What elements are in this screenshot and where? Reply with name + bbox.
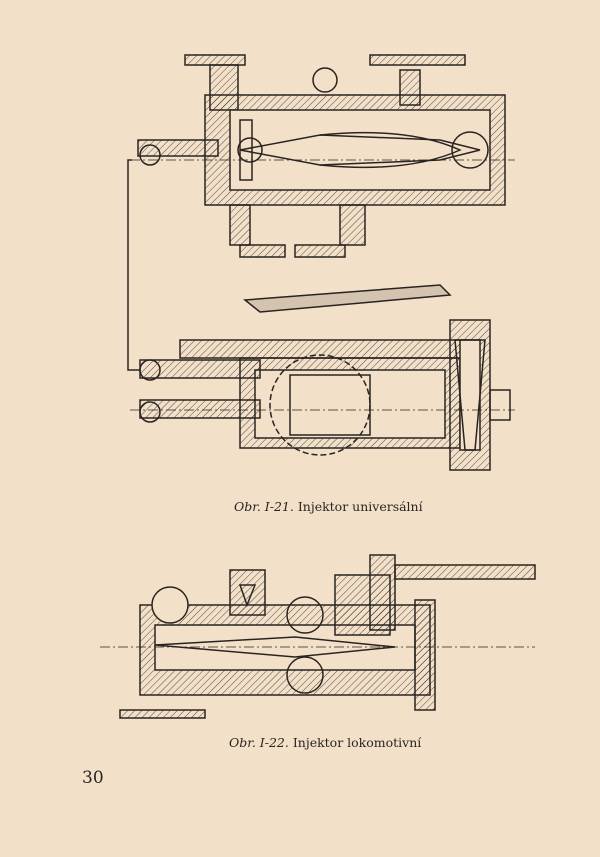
figure-caption-i22: Obr. I-22. Injektor lokomotivní <box>229 735 421 750</box>
figure-injector-locomotive <box>100 554 536 719</box>
caption-text: Injektor universální <box>297 499 423 514</box>
caption-text: Injektor lokomotivní <box>292 735 422 750</box>
page-number: 30 <box>82 768 104 788</box>
figure-injector-universal <box>127 54 515 471</box>
figure-number: Obr. I-22. <box>229 735 289 750</box>
figure-caption-i21: Obr. I-21. Injektor universální <box>234 499 423 514</box>
figure-number: Obr. I-21. <box>234 499 294 514</box>
